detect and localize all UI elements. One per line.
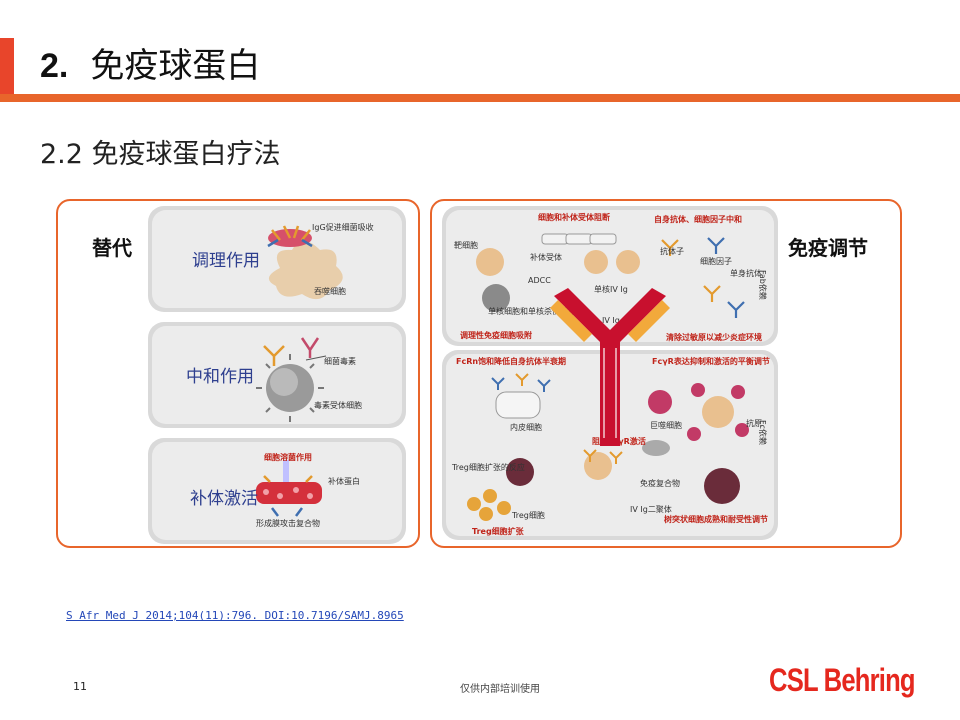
fab-note-autoantibody: 单身抗体: [730, 269, 762, 278]
opsonization-label: 调理作用: [192, 251, 260, 271]
fc-note-antigen: 抗原: [746, 419, 762, 428]
complement-illustration: [256, 460, 322, 517]
fc-side-tag: Fc依赖: [758, 420, 767, 445]
page-subtitle: 2.2 免疫球蛋白疗法: [40, 139, 281, 170]
fc-note-treg: Treg细胞: [512, 511, 545, 520]
section-number: 2.: [40, 47, 69, 85]
opsonization-illustration: [267, 225, 343, 300]
fab-note-adcc: ADCC: [528, 276, 551, 285]
title-accent-bar: [0, 38, 14, 96]
complement-note-lysis: 细胞溶菌作用: [264, 453, 312, 462]
title-divider: [0, 94, 960, 102]
fab-side-tag: Fab依赖: [758, 270, 767, 300]
fc-note-macrophage: 巨噬细胞: [650, 421, 682, 430]
fab-note-complement-receptor: 补体受体: [530, 253, 562, 262]
fc-heading-fcrn: FcRn饱和降低自身抗体半衰期: [456, 357, 567, 366]
fab-note-opsonization: 调理性免疫细胞吸附: [460, 331, 532, 340]
section-title: 免疫球蛋白: [90, 46, 261, 86]
csl-behring-logo: CSL Behring: [769, 662, 916, 698]
opsonization-note-phagocyte: 吞噬细胞: [314, 287, 346, 296]
fab-note-clearance: 清除过敏原以减少炎症环境: [666, 333, 762, 342]
fc-note-endothelial: 内皮细胞: [510, 423, 542, 432]
neutralization-note-toxin: 细菌毒素: [324, 357, 356, 366]
igg-antibody-icon: [550, 288, 670, 446]
fab-note-cytokine: 细胞因子: [700, 257, 732, 266]
fab-note-nk-cells: 单核细胞和单核杀伤细胞: [488, 307, 576, 316]
page-title: 2. 免疫球蛋白: [40, 38, 260, 87]
fab-note-target-cell: 靶细胞: [454, 241, 478, 250]
fc-note-immune-complex: 免疫复合物: [640, 479, 680, 488]
opsonization-note-igg: IgG促进细菌吸收: [312, 223, 374, 232]
fc-illustration: [467, 373, 749, 521]
complement-note-protein: 补体蛋白: [328, 477, 360, 486]
fc-note-treg-response: Treg细胞扩张的反应: [452, 463, 525, 472]
page-number: 11: [73, 680, 87, 693]
complement-label: 补体激活: [190, 489, 258, 509]
fc-note-dendritic: 树突状细胞成熟和耐受性调节: [664, 515, 768, 524]
fab-note-ivig: IV Ig: [602, 316, 620, 325]
fab-heading-receptor-block: 细胞和补体受体阻断: [538, 213, 610, 222]
complement-note-mac: 形成膜攻击复合物: [256, 519, 320, 528]
fab-illustration: [476, 233, 745, 318]
fab-section-inner: [446, 210, 774, 342]
replacement-label: 替代: [92, 236, 132, 260]
internal-use-note: 仅供内部培训使用: [460, 684, 540, 695]
fc-note-treg-expansion: Treg细胞扩张: [472, 527, 524, 536]
fab-note-monomer-ivig: 单核IV Ig: [594, 285, 628, 294]
neutralization-note-receptor-cell: 毒素受体细胞: [314, 401, 362, 410]
fab-note-anti-idiotype: 抗体子: [660, 247, 684, 256]
neutralization-illustration: [256, 337, 327, 422]
neutralization-label: 中和作用: [186, 367, 254, 387]
reference-link[interactable]: S Afr Med J 2014;104(11):796. DOI:10.719…: [66, 609, 404, 622]
immunomodulation-label: 免疫调节: [788, 236, 868, 260]
fc-heading-fcgr-balance: FcγR表达抑制和激活的平衡调节: [652, 357, 770, 366]
fab-heading-neutralization: 自身抗体、细胞因子中和: [654, 215, 742, 224]
fc-note-ivig-dimer: IV Ig二聚体: [630, 505, 672, 514]
